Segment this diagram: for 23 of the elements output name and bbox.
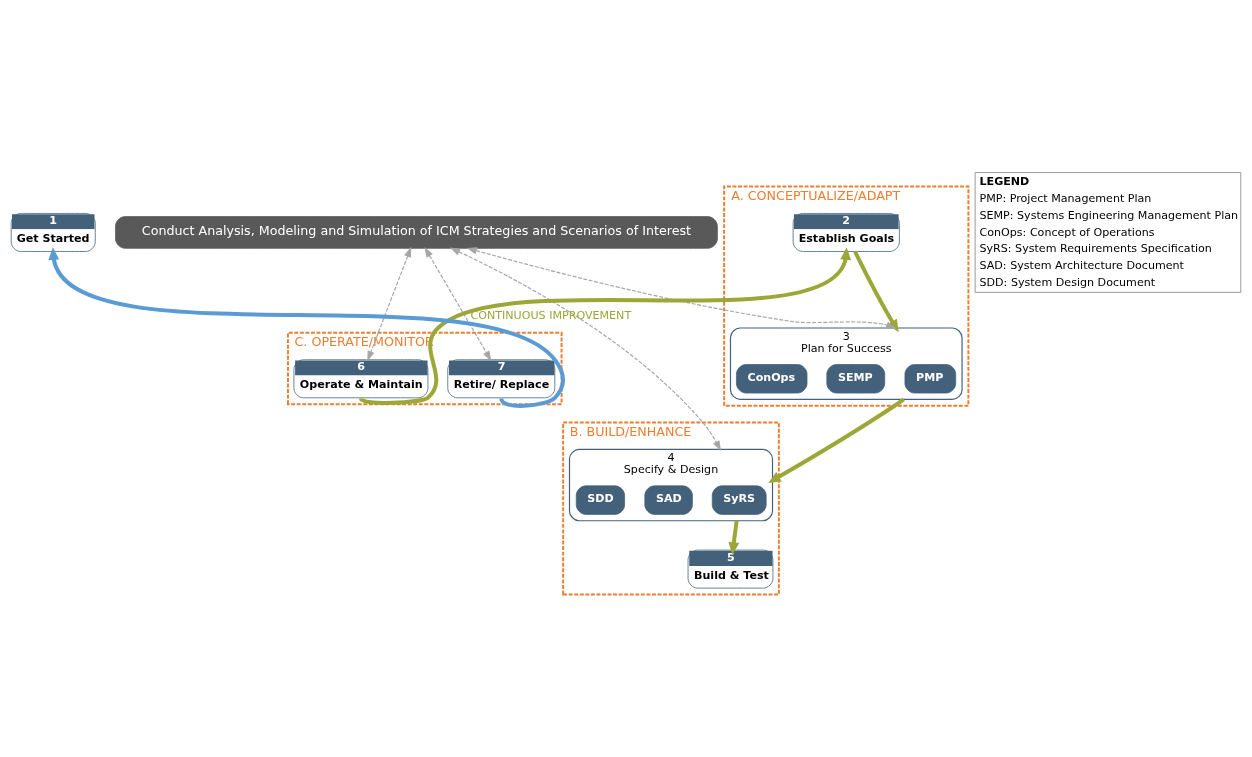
node-box: Conduct Analysis, Modeling and Simulation of ICM Strategies and Scenarios of Interest [115, 216, 718, 249]
label: ConOps: Concept of Operations [979, 225, 1155, 239]
label: SAD: System Architecture Document [979, 259, 1184, 273]
label: LEGEND [979, 175, 1030, 189]
label: SEMP: Systems Engineering Management Plan [979, 209, 1239, 223]
arrow [853, 250, 899, 333]
arrow [367, 246, 412, 362]
arrow [48, 247, 566, 408]
label: SDD: System Design Document [979, 275, 1156, 289]
arrow [768, 397, 905, 483]
arrow [466, 247, 897, 329]
arrow [728, 520, 740, 555]
arrow [424, 246, 492, 362]
node-box: PMP [904, 364, 957, 394]
node-box: SEMP [826, 364, 886, 394]
node-box: ConOps [736, 364, 808, 394]
label: PMP: Project Management Plan [979, 192, 1152, 206]
arrow [359, 247, 852, 405]
label: SyRS: System Requirements Specification [979, 242, 1212, 256]
node-box: SDD [575, 485, 625, 515]
node-box: SyRS [711, 485, 767, 515]
node-box: SAD [644, 485, 693, 515]
edge-label: CONTINUOUS IMPROVEMENT [470, 308, 632, 322]
